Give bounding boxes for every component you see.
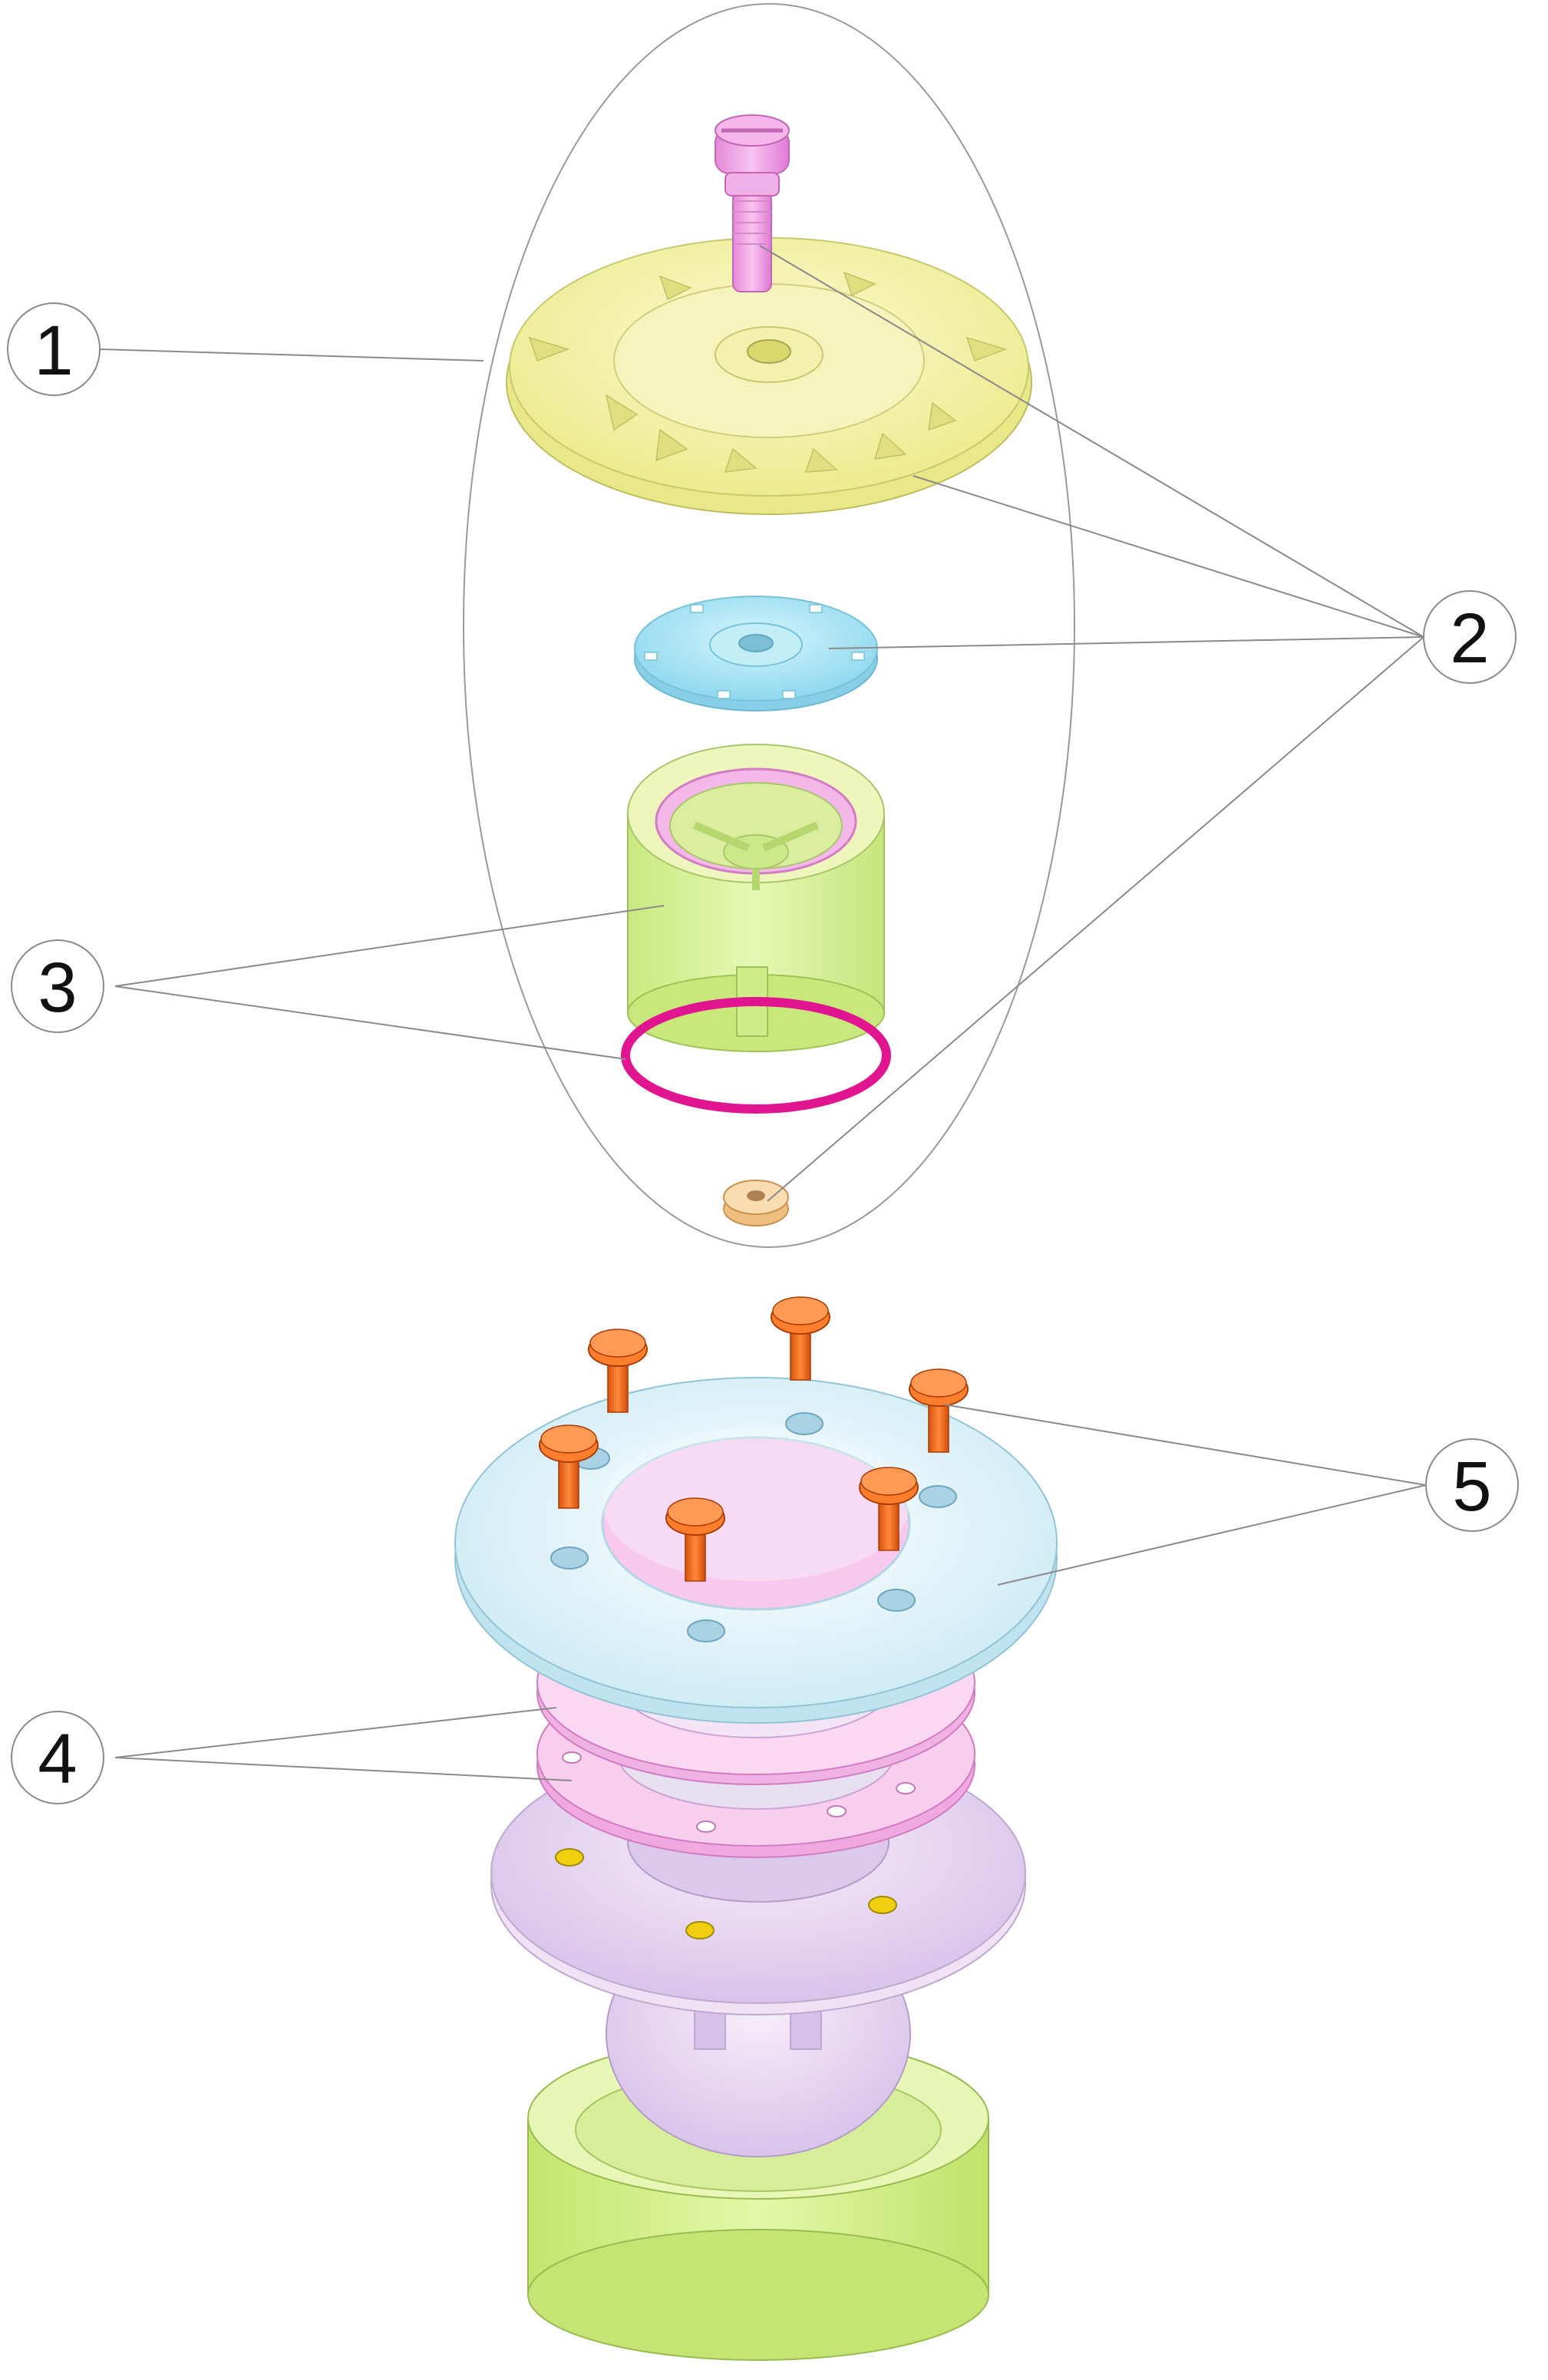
leader-lines [99,245,1427,1781]
group-outline-ellipse [463,3,1075,1248]
screw-2 [771,1296,830,1381]
callout-label: 5 [1452,1447,1491,1526]
callout-2: 2 [1423,590,1517,684]
blue-disc-part [634,596,878,711]
cap-part [506,237,1032,515]
screw-3 [909,1368,969,1453]
callout-4: 4 [11,1711,104,1804]
callout-circle-icon [1425,1438,1519,1532]
callout-circle-icon [7,302,101,396]
callout-label: 4 [38,1720,77,1798]
callout-3: 3 [11,939,104,1033]
callout-circle-icon [11,1711,104,1804]
screw-4 [539,1424,599,1509]
screw-5 [859,1467,919,1551]
callout-circle-icon [11,939,104,1033]
screw-1 [588,1329,648,1413]
callout-label: 2 [1450,599,1489,678]
callout-label: 3 [38,949,77,1027]
flange-screws-part [539,1296,969,1582]
nut-part [723,1180,789,1226]
flange-plate-part [454,1377,1058,1724]
screw-6 [665,1497,725,1582]
callout-1: 1 [7,302,101,396]
callout-label: 1 [34,312,73,390]
valve-cup-part [627,744,885,1052]
callout-circle-icon [1423,590,1517,684]
o-ring-part [621,997,891,1114]
callout-5: 5 [1425,1438,1519,1532]
adjust-screw-part [715,114,790,292]
